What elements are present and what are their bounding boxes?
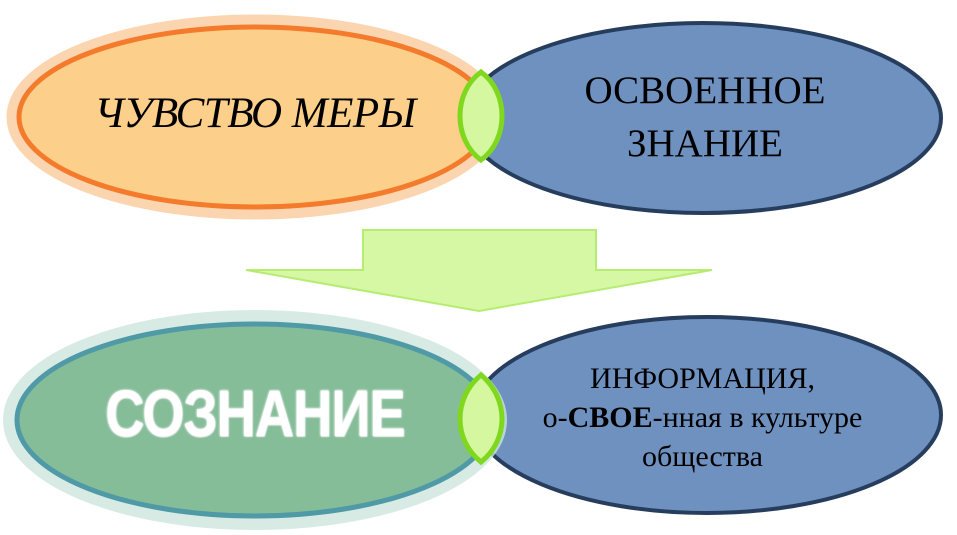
bottom-right-line-2: о-СВОЕ-нная в культуре <box>543 398 863 437</box>
top-left-text: ЧУВСТВО МЕРЫ <box>94 89 416 137</box>
top-right-line-1: ОСВОЕННОЕ <box>584 69 826 112</box>
bottom-right-line-3: общества <box>642 439 763 473</box>
bottom-right-line-2-bold: СВОЕ <box>567 400 653 434</box>
bottom-left-text: СОЗНАНИЕ <box>105 375 405 450</box>
bottom-right-label: ИНФОРМАЦИЯ, о-СВОЕ-нная в культуре общес… <box>500 352 905 482</box>
bottom-right-line-2-suffix: -нная в культуре <box>652 400 863 434</box>
top-left-label: ЧУВСТВО МЕРЫ <box>40 68 470 158</box>
bottom-left-label: СОЗНАНИЕ <box>79 365 432 460</box>
bottom-right-line-2-prefix: о- <box>542 400 568 434</box>
bottom-overlap-lens <box>457 371 505 466</box>
top-overlap-lens <box>457 68 505 164</box>
top-right-line-2: ЗНАНИЕ <box>626 122 784 165</box>
bottom-right-line-1: ИНФОРМАЦИЯ, <box>590 361 815 395</box>
down-arrow <box>245 229 713 313</box>
top-right-label: ОСВОЕННОЕ ЗНАНИЕ <box>515 52 895 182</box>
